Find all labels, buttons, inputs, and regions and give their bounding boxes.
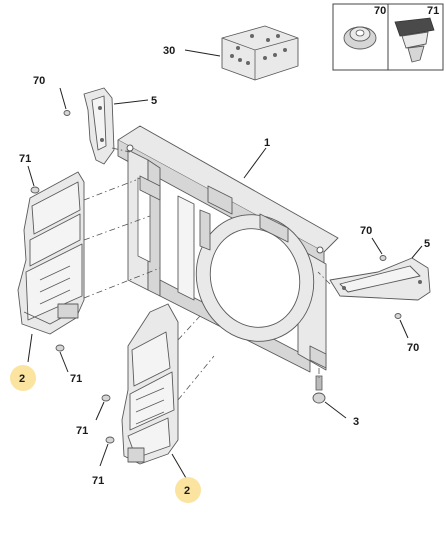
rubber-mount (312, 375, 326, 404)
label-71-mid-2: 71 (92, 475, 104, 487)
label-3: 3 (353, 416, 359, 428)
clip-71-lower-left (55, 344, 65, 352)
leader-5-right (411, 245, 423, 259)
leader-71-upper-left (27, 165, 35, 187)
leader-71-mid-1 (95, 401, 105, 421)
inset-nut-icon (343, 26, 377, 50)
label-70-right-lower: 70 (407, 342, 419, 354)
inset-clip-icon (394, 17, 435, 63)
clip-71-upper-left (30, 186, 40, 194)
leader-5-left (113, 99, 149, 105)
air-deflector-lower (121, 303, 179, 465)
dash-left-1 (83, 179, 137, 201)
label-70-top-left: 70 (33, 75, 45, 87)
bracket-right (329, 257, 431, 301)
inset-nut-label: 70 (374, 5, 386, 17)
nut-70-right-lower (394, 313, 402, 319)
dash-left-2 (83, 215, 151, 241)
badge-2-lower (175, 477, 201, 503)
label-71-upper-left: 71 (19, 153, 31, 165)
clip-71-mid-1 (101, 394, 111, 402)
leader-70-right-upper (371, 237, 383, 255)
nut-70-right-upper (379, 255, 387, 261)
label-1: 1 (264, 137, 270, 149)
dash-bracket-left (111, 147, 131, 153)
label-71-mid-1: 71 (76, 425, 88, 437)
fastener-inset: 70 71 (332, 3, 444, 71)
leader-1 (243, 147, 267, 179)
dash-left-3 (83, 267, 161, 299)
label-70-right-upper: 70 (360, 225, 372, 237)
label-5-right: 5 (424, 238, 430, 250)
leader-2-left (27, 333, 33, 363)
label-5-left: 5 (151, 95, 157, 107)
dash-bracket-right (317, 271, 331, 285)
inset-clip-label: 71 (427, 5, 439, 17)
leader-30 (184, 49, 221, 57)
label-2-lower: 2 (184, 485, 190, 497)
nut-70-top-left (63, 110, 71, 116)
leader-3 (324, 401, 347, 419)
bracket-left (83, 87, 115, 165)
dash-lower-2 (177, 355, 215, 401)
leader-70-top-left (59, 87, 67, 110)
label-30: 30 (163, 45, 175, 57)
clip-71-mid-2 (105, 436, 115, 444)
leader-71-mid-2 (99, 443, 109, 467)
leader-2-lower (171, 453, 187, 479)
connector-block (221, 25, 299, 81)
radiator-frame (117, 125, 339, 373)
label-2-left: 2 (19, 373, 25, 385)
label-71-lower-left: 71 (70, 373, 82, 385)
air-deflector-left (17, 171, 85, 335)
leader-71-lower-left (59, 351, 69, 373)
dash-lower-1 (177, 315, 201, 341)
leader-70-right-lower (399, 319, 409, 339)
badge-2-left (10, 365, 36, 391)
